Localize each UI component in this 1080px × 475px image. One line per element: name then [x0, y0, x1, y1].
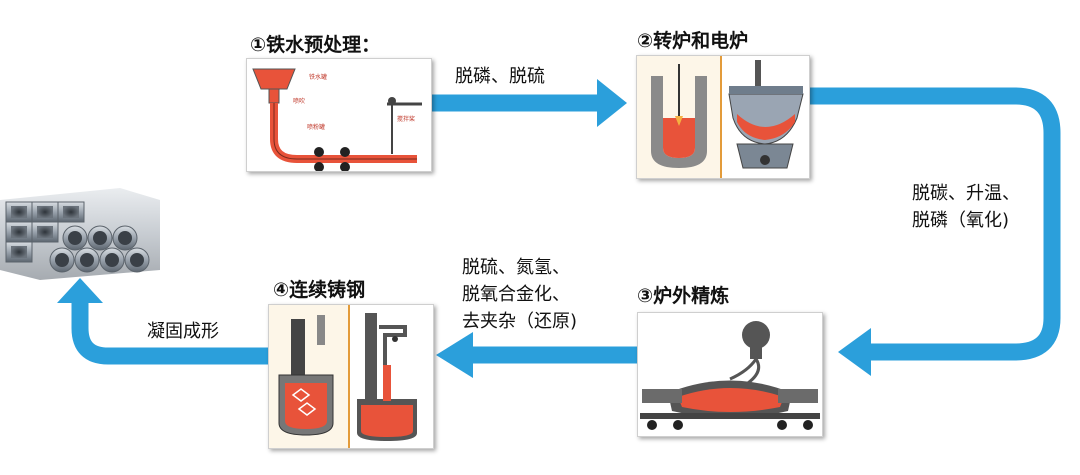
- label-stirrer: 搅拌桨: [397, 115, 415, 123]
- step1-title: ①铁水预处理：: [250, 34, 381, 56]
- step3-title: ③炉外精炼: [637, 285, 730, 307]
- arrowhead-step4: [436, 332, 473, 378]
- arrowhead-step3: [838, 328, 871, 376]
- step1-hot-metal-pretreatment-diagram: 铁水罐 喷吹 喷粉罐 搅拌桨: [246, 58, 432, 172]
- step3-secondary-refining-diagram: [637, 312, 823, 437]
- label-solidification-forming: 凝固成形: [147, 321, 219, 342]
- label-powder-tank: 喷粉罐: [307, 123, 325, 131]
- arrow-step4-to-product: [71, 300, 268, 365]
- steel-pipes-icon: [0, 180, 160, 289]
- label-dephosphorization-desulfurization: 脱磷、脱硫: [455, 66, 545, 87]
- arrowhead-product: [57, 278, 103, 303]
- label-hot-metal-ladle: 铁水罐: [309, 73, 327, 81]
- arrow-step2-to-step3: [808, 87, 1061, 361]
- label-injection: 喷吹: [293, 97, 305, 105]
- arrowhead-step2: [597, 79, 627, 127]
- step2-title: ②转炉和电炉: [637, 30, 749, 52]
- label-decarburization-heating-oxidation: 脱碳、升温、 脱磷（氧化): [912, 183, 1020, 231]
- label-refining-reduction: 脱硫、氮氢、 脱氧合金化、 去夹杂（还原): [462, 257, 578, 332]
- step4-title: ④连续铸钢: [273, 279, 366, 301]
- step4-continuous-casting-diagram: [268, 304, 434, 449]
- step2-converter-and-eaf-diagram: [636, 55, 810, 179]
